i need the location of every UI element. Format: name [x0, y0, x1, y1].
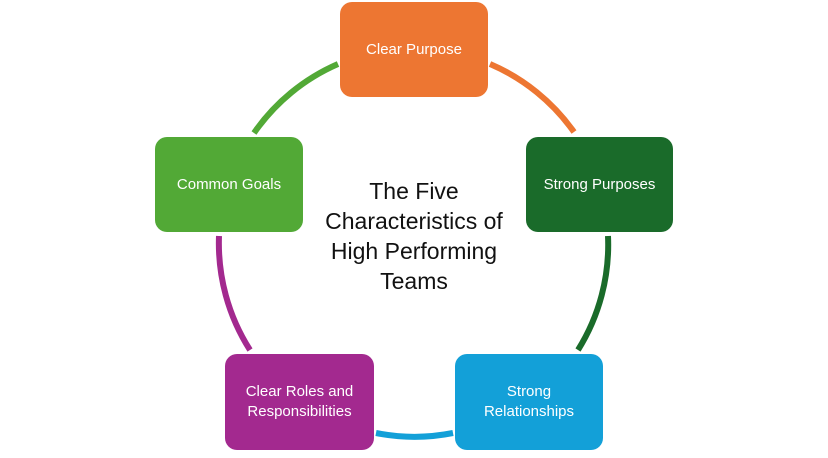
title-line: High Performing — [330, 238, 498, 264]
connector-arc-3 — [375, 430, 454, 440]
node-label-line: Clear Purpose — [366, 40, 462, 58]
connector-arc-5 — [251, 61, 340, 135]
node-label-line: Clear Roles and — [245, 383, 354, 400]
connector-arc-1 — [488, 61, 577, 134]
node-label: Strong Relationships — [484, 382, 574, 422]
node-label-line: Strong Purposes — [543, 175, 656, 193]
node-strong-purposes: Strong Purposes — [526, 137, 673, 232]
node-label-line: Common Goals — [176, 175, 282, 193]
title-line: The Five — [369, 178, 459, 204]
node-label-line: Strong — [506, 383, 552, 400]
node-label: Common Goals — [177, 175, 281, 195]
title-line: Teams — [380, 268, 448, 294]
node-label-line: Relationships — [483, 403, 575, 420]
node-label: Clear Roles and Responsibilities — [246, 382, 354, 422]
connector-arc-4 — [215, 235, 253, 352]
node-label: Strong Purposes — [544, 175, 656, 195]
title-line: Characteristics of — [325, 208, 503, 234]
node-label-line: Responsibilities — [247, 403, 352, 420]
diagram-title: The Five Characteristics of High Perform… — [300, 176, 528, 296]
node-common-goals: Common Goals — [155, 137, 303, 232]
node-clear-roles: Clear Roles and Responsibilities — [225, 354, 374, 450]
node-strong-relationships: Strong Relationships — [455, 354, 603, 450]
connector-arc-2 — [575, 235, 612, 352]
node-label: Clear Purpose — [366, 40, 462, 60]
node-clear-purpose: Clear Purpose — [340, 2, 488, 97]
